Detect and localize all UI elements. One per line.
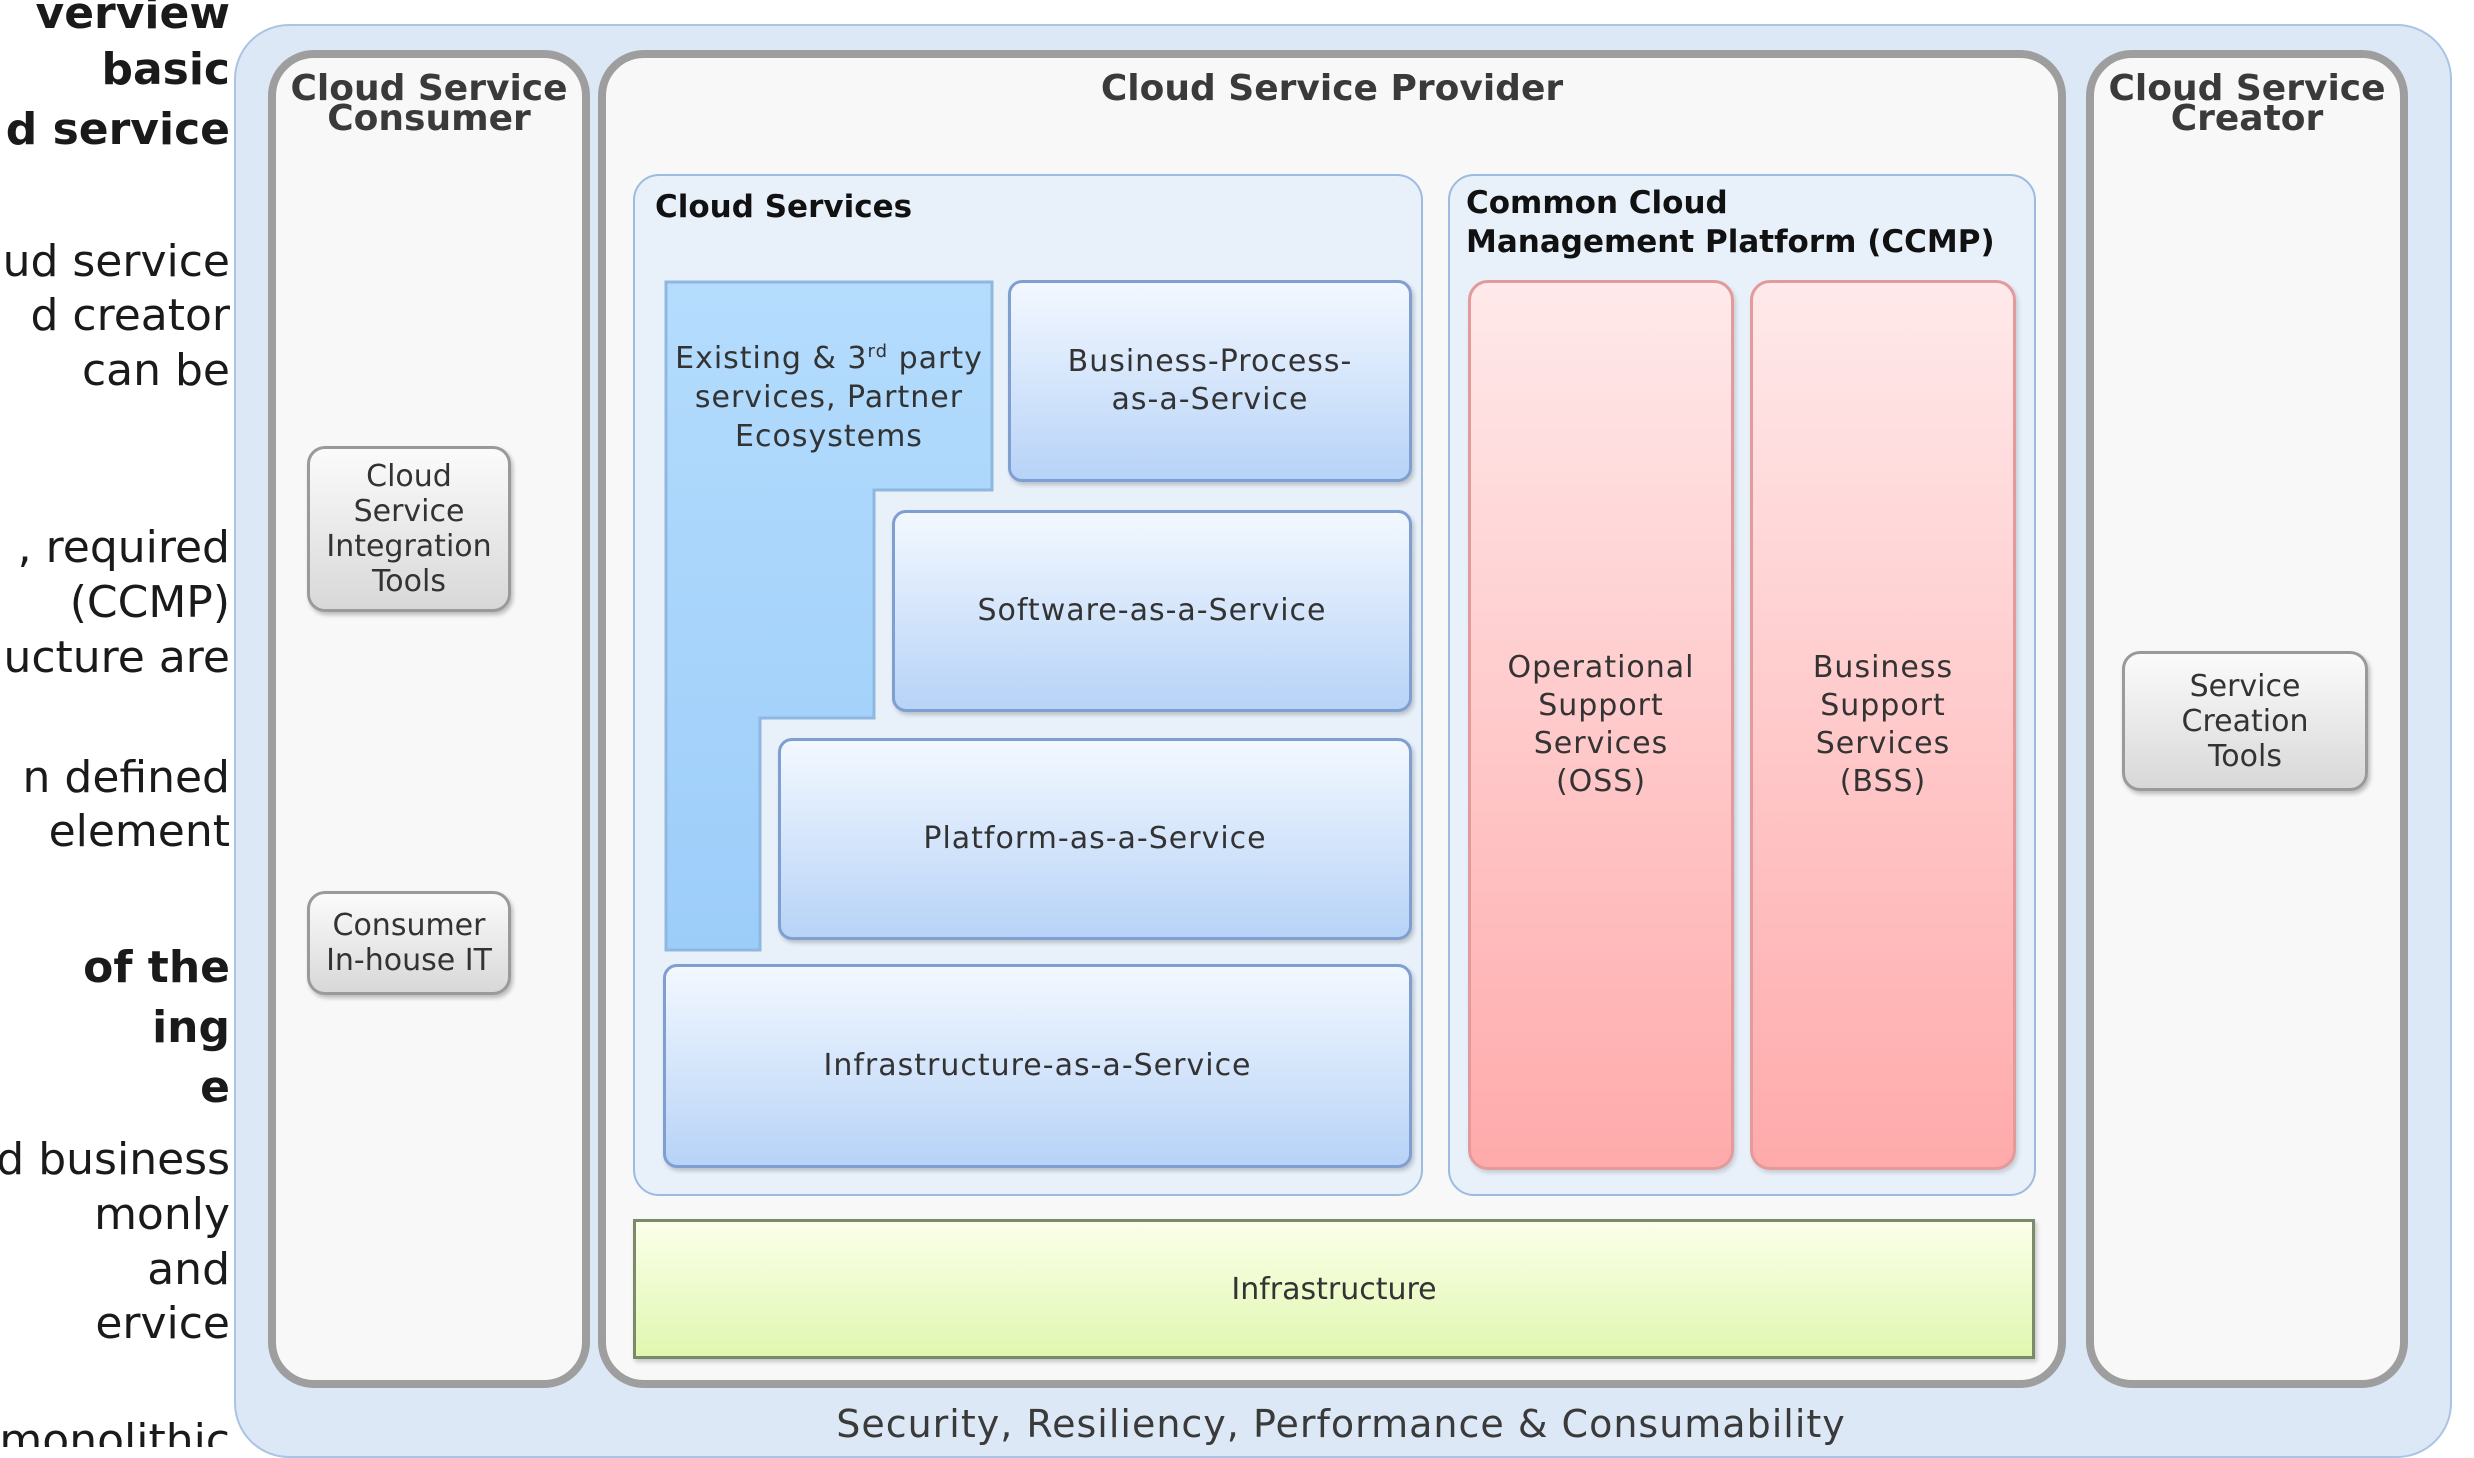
box-line: Business-Process- [1067,344,1353,379]
left-text-line: (CCMP) [69,577,230,628]
ccmp-title-line: Common Cloud [1466,185,1728,221]
consumer-title-line: Consumer [327,98,531,139]
consumer-column: Cloud Service Consumer [268,50,590,1388]
ccmp-title: Common Cloud Management Platform (CCMP) [1466,184,1995,262]
box-line: Service [353,494,465,529]
ecosystem-label: Existing & 3rd party services, Partner E… [666,332,992,456]
left-text-line: ervice [95,1298,230,1349]
consumer-title: Cloud Service Consumer [276,68,582,139]
left-text-line: d creator [30,290,230,341]
left-text-line: d service [5,104,230,155]
box-line: (BSS) [1839,764,1927,799]
iaas-box: Infrastructure-as-a-Service [663,964,1412,1168]
left-text-line: e [200,1062,230,1113]
cloud-services-title: Cloud Services [655,189,913,225]
ecosystem-line: Ecosystems [735,419,923,454]
consumer-title-line: Cloud Service [290,68,568,109]
box-line: Operational [1507,650,1695,685]
left-text-line: n defined [22,752,230,803]
bpaas-box: Business-Process- as-a-Service [1008,280,1412,482]
left-text-line: monly [94,1189,230,1240]
saas-box: Software-as-a-Service [892,510,1412,712]
box-line: Business [1812,650,1954,685]
box-line: In-house IT [326,943,492,978]
infrastructure-box: Infrastructure [633,1219,2035,1359]
creator-title: Cloud Service Creator [2094,68,2400,139]
left-text-line: basic [101,44,230,95]
left-text-line: ing [152,1002,230,1053]
ecosystem-line: Existing & 3rd party [675,341,983,376]
left-slide-text: verview basic d service ud service d cre… [0,0,230,1447]
cloud-service-integration-tools: Cloud Service Integration Tools [307,446,511,612]
bss-box: Business Support Services (BSS) [1750,280,2016,1170]
left-text-line: of the [83,942,230,993]
ecosystem-shape [664,280,994,952]
box-line: Services [1815,726,1951,761]
box-line: Service [2189,668,2301,704]
box-line: Support [1820,688,1946,723]
ecosystem-line: services, Partner [694,380,964,415]
box-line: Services [1533,726,1669,761]
box-line: Consumer [332,908,486,943]
left-text-line: element [48,806,230,857]
box-line: Creation [2181,703,2309,739]
box-line: Tools [2208,738,2282,774]
left-text-line: and [147,1244,230,1295]
box-line: Cloud [366,459,452,494]
consumer-inhouse-it: Consumer In-house IT [307,891,511,995]
service-creation-tools: Service Creation Tools [2122,651,2368,791]
left-text-line: , required [17,522,230,573]
creator-title-line: Cloud Service [2108,68,2386,109]
oss-box: Operational Support Services (OSS) [1468,280,1734,1170]
left-text-line: ud business [0,1134,230,1185]
diagram-footer: Security, Resiliency, Performance & Cons… [836,1402,1846,1446]
box-line: Integration [326,529,492,564]
left-text-line: ucture are [3,632,230,683]
left-text-line: verview [35,0,230,39]
left-text-line: ud service [2,236,230,287]
ccmp-title-line: Management Platform (CCMP) [1466,224,1995,260]
left-text-line: can be [81,345,230,396]
provider-title: Cloud Service Provider [1100,68,1564,109]
left-text-line: monolithic [0,1415,230,1447]
box-line: (OSS) [1555,764,1647,799]
box-line: Tools [372,564,446,599]
box-line: as-a-Service [1111,382,1309,417]
paas-box: Platform-as-a-Service [778,738,1412,940]
creator-title-line: Creator [2170,98,2324,139]
box-line: Support [1538,688,1664,723]
